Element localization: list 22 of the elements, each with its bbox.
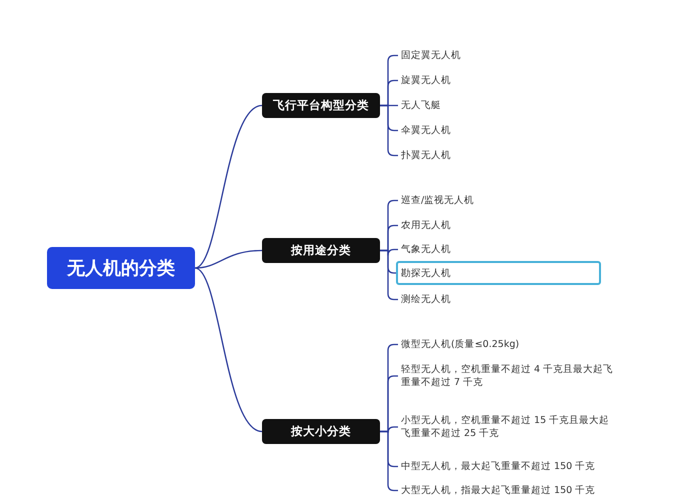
- topic-text: 伞翼无人机: [398, 122, 508, 139]
- topic-text: 大型无人机，指最大起飞重量超过 150 千克: [398, 482, 648, 499]
- topic-text: 巡查/监视无人机: [398, 192, 508, 209]
- selected-topic-box: 勘探无人机: [396, 261, 601, 285]
- topic-text: 农用无人机: [398, 217, 508, 234]
- category-box: 按用途分类: [262, 238, 380, 263]
- topic-text: 轻型无人机，空机重量不超过 4 千克且最大起飞重量不超过 7 千克: [398, 361, 620, 391]
- topic-text: 中型无人机，最大起飞重量不超过 150 千克: [398, 458, 648, 475]
- root-box: 无人机的分类: [47, 247, 195, 289]
- category-box: 飞行平台构型分类: [262, 93, 380, 118]
- topic-text: 无人飞艇: [398, 97, 508, 114]
- category-box: 按大小分类: [262, 419, 380, 444]
- topic-text: 扑翼无人机: [398, 147, 508, 164]
- topic-text: 旋翼无人机: [398, 72, 508, 89]
- connector-line: [194, 104, 262, 269]
- topic-text: 气象无人机: [398, 241, 508, 258]
- connector-line: [194, 250, 262, 269]
- topic-text: 微型无人机(质量≤0.25kg): [398, 336, 548, 353]
- connector-line: [194, 267, 262, 432]
- topic-text: 测绘无人机: [398, 291, 508, 308]
- topic-text: 固定翼无人机: [398, 47, 508, 64]
- topic-text: 小型无人机，空机重量不超过 15 千克且最大起飞重量不超过 25 千克: [398, 412, 620, 442]
